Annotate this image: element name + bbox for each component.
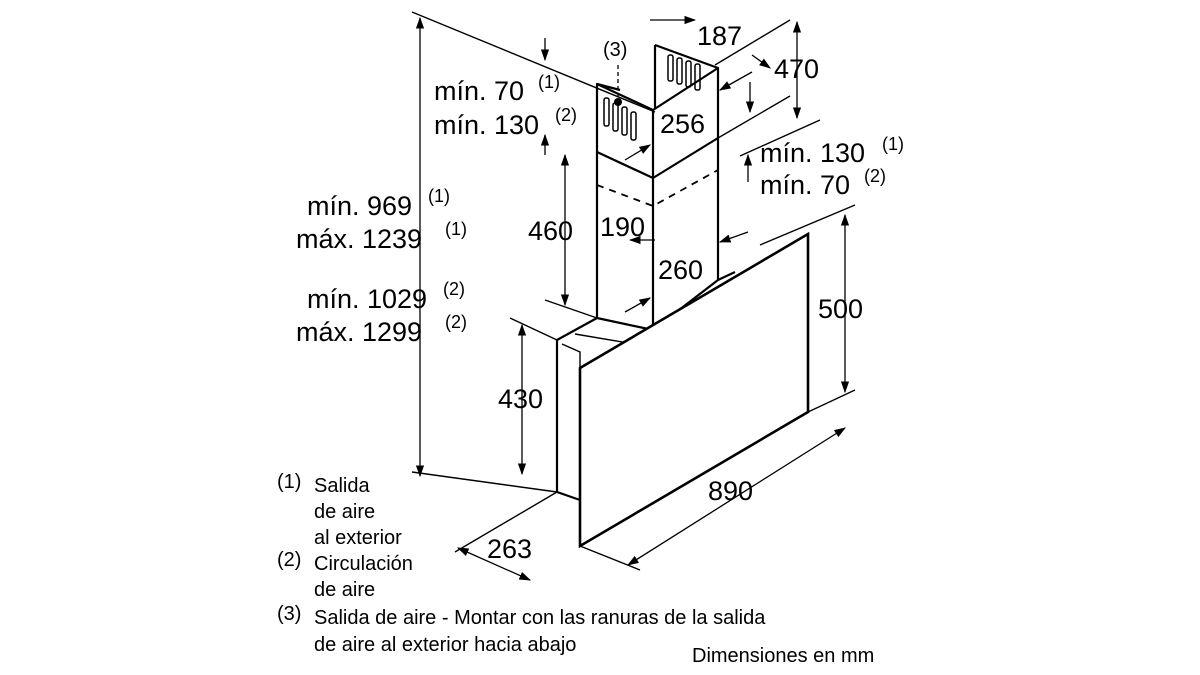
legend-item3-line2: de aire al exterior hacia abajo (314, 634, 576, 656)
clearance-top-line2-note: (2) (555, 105, 577, 125)
dim-chimney-top-height: 470 (774, 54, 819, 84)
clearance-top-line2: mín. 130 (434, 110, 539, 140)
clearance-top-line1-note: (1) (538, 72, 560, 92)
vent-slots-front (603, 97, 637, 141)
dimension-lines (411, 11, 856, 581)
clearance-right-line1: mín. 130 (760, 138, 865, 168)
dim-chimney-depth-lower: 260 (658, 255, 703, 285)
callout-3: (3) (603, 39, 627, 61)
legend-item2-num: (2) (277, 549, 301, 571)
callout-dot (614, 98, 622, 106)
clearance-right-line2: mín. 70 (760, 170, 850, 200)
total-height-line3-note: (2) (443, 279, 465, 299)
legend-item1-line1: Salida (314, 475, 370, 497)
lower-chimney (595, 138, 720, 330)
legend-item3-num: (3) (277, 603, 301, 625)
vent-slots-back (667, 54, 701, 91)
total-height-line4-note: (2) (445, 312, 467, 332)
legend: (1) Salida de aire al exterior (2) Circu… (277, 471, 874, 667)
dim-panel-height: 500 (818, 294, 863, 324)
dim-body-height: 430 (498, 384, 543, 414)
dimension-labels: 187 470 256 190 460 260 500 430 890 263 … (296, 21, 904, 564)
legend-item2-line2: de aire (314, 579, 375, 601)
total-height-line2-note: (1) (445, 219, 467, 239)
upper-chimney (595, 43, 720, 180)
dim-chimney-inner-width: 190 (600, 212, 645, 242)
total-height-line3: mín. 1029 (307, 284, 427, 314)
total-height-line4: máx. 1299 (296, 317, 422, 347)
dim-overall-width: 890 (708, 476, 753, 506)
dim-chimney-width: 187 (697, 21, 742, 51)
total-height-line1-note: (1) (428, 186, 450, 206)
clearance-top-line1: mín. 70 (434, 76, 524, 106)
legend-item1-num: (1) (277, 471, 301, 493)
clearance-right-line2-note: (2) (864, 166, 886, 186)
legend-item1-line2: de aire (314, 501, 375, 523)
clearance-right-line1-note: (1) (882, 134, 904, 154)
dim-chimney-depth-upper: 256 (660, 109, 705, 139)
total-height-line1: mín. 969 (307, 191, 412, 221)
total-height-line2: máx. 1239 (296, 224, 422, 254)
legend-item2-line1: Circulación (314, 553, 413, 575)
dim-overall-depth: 263 (487, 534, 532, 564)
units-note: Dimensiones en mm (692, 645, 874, 667)
dim-chimney-lower-height: 460 (528, 216, 573, 246)
legend-item3-line1: Salida de aire - Montar con las ranuras … (314, 607, 766, 629)
legend-item1-line3: al exterior (314, 527, 402, 549)
